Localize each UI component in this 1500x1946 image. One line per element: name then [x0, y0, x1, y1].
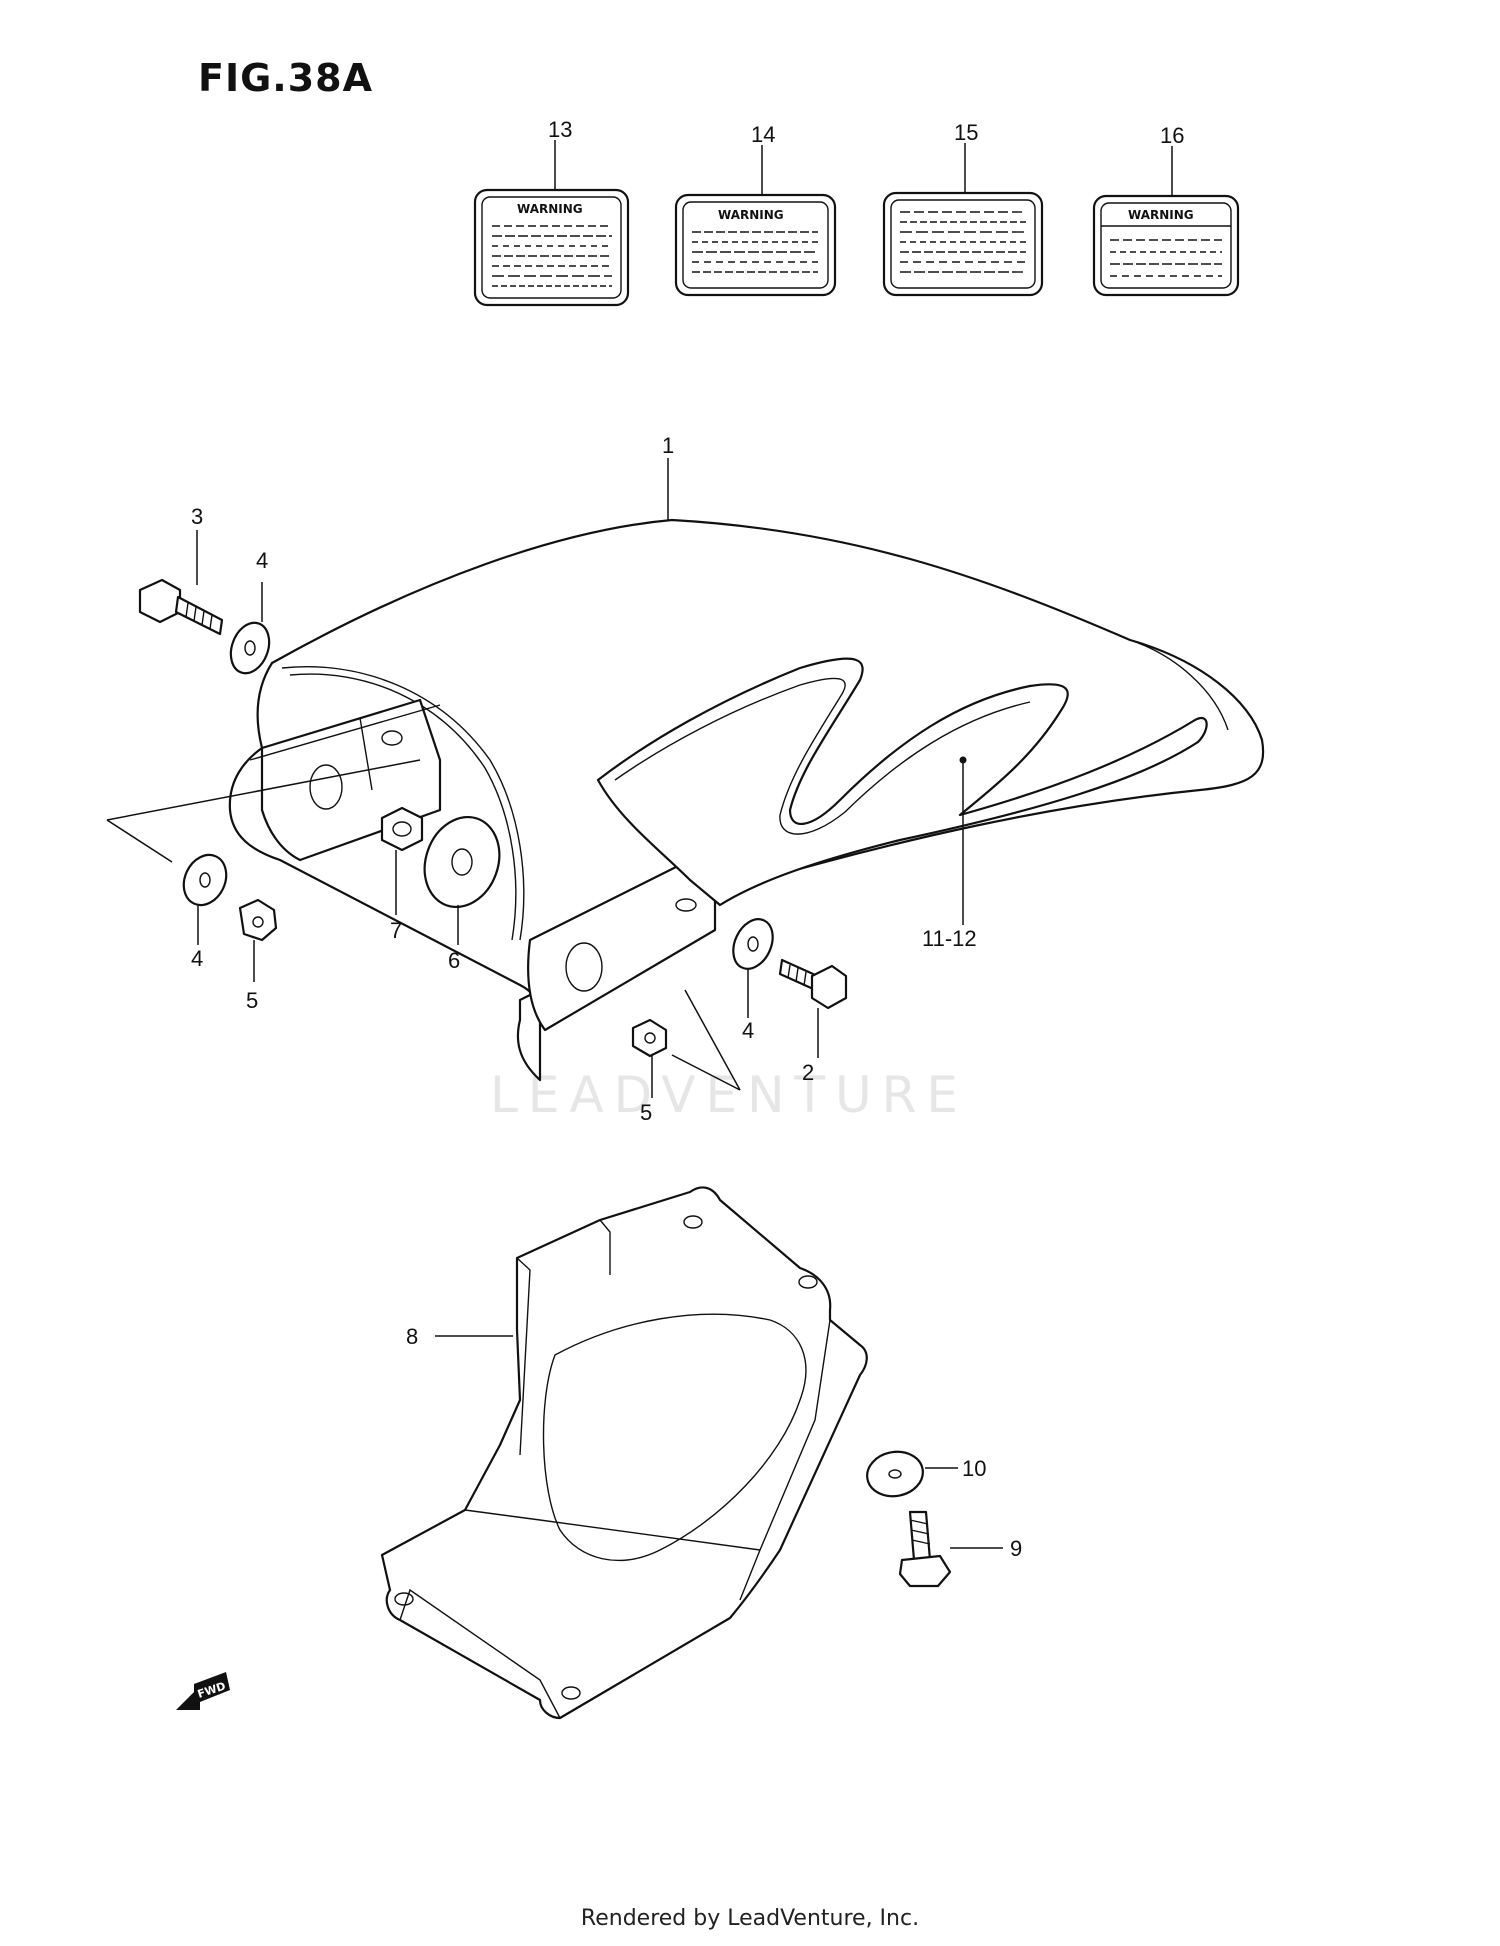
washer-part-4-left[interactable]	[176, 848, 234, 945]
callout-9: 9	[1010, 1536, 1022, 1561]
warning-label-13[interactable]: WARNING	[473, 140, 630, 307]
callout-11-12: 11-12	[922, 926, 977, 951]
warning-heading-16: WARNING	[1128, 208, 1194, 222]
rear-fender[interactable]	[228, 518, 1265, 1082]
washer-part-4-top[interactable]	[224, 582, 276, 679]
washer-part-6[interactable]	[412, 806, 511, 945]
warning-heading-13: WARNING	[517, 202, 583, 216]
callout-13: 13	[548, 117, 572, 142]
callout-1: 1	[662, 433, 674, 458]
callout-4-left: 4	[191, 946, 203, 971]
footer-credit: Rendered by LeadVenture, Inc.	[580, 1906, 920, 1931]
fwd-arrow-icon: FWD	[176, 1672, 230, 1710]
fender-leaders	[106, 458, 967, 1091]
callout-2: 2	[802, 1060, 814, 1085]
callout-16: 16	[1160, 123, 1184, 148]
warning-label-15[interactable]	[882, 143, 1044, 297]
warning-label-16[interactable]: WARNING	[1092, 146, 1240, 297]
bolt-part-2[interactable]	[778, 958, 848, 1058]
washer-part-10[interactable]	[864, 1447, 958, 1500]
washer-part-4-right[interactable]	[726, 913, 781, 1018]
callout-5-bottom: 5	[640, 1100, 652, 1125]
nut-part-5-left[interactable]	[238, 898, 278, 982]
callout-4-top: 4	[256, 548, 268, 573]
bolt-part-9[interactable]	[898, 1510, 1003, 1588]
callout-4-right: 4	[742, 1018, 754, 1043]
callout-6: 6	[448, 948, 460, 973]
warning-label-14[interactable]: WARNING	[674, 145, 837, 297]
callout-7: 7	[390, 918, 402, 943]
callout-5-left: 5	[246, 988, 258, 1013]
figure-title: FIG.38A	[198, 56, 374, 100]
callout-14: 14	[751, 122, 775, 147]
warning-heading-14: WARNING	[718, 208, 784, 222]
callout-15: 15	[954, 120, 978, 145]
callout-8: 8	[406, 1324, 418, 1349]
bolt-part-3[interactable]	[138, 530, 224, 636]
watermark: LEADVENTURE	[490, 1066, 968, 1124]
nut-part-5-bottom[interactable]	[631, 1018, 668, 1098]
nut-part-7[interactable]	[380, 806, 424, 915]
callout-3: 3	[191, 504, 203, 529]
callout-10: 10	[962, 1456, 986, 1481]
inner-fender-guard[interactable]	[380, 1186, 868, 1720]
